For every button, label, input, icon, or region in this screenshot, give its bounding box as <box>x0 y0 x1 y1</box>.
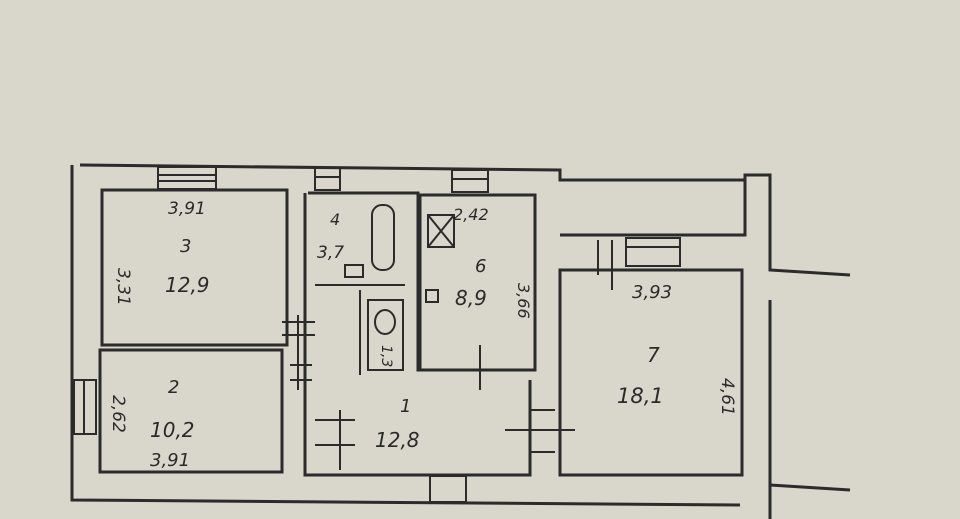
room-6-number: 6 <box>475 256 486 277</box>
room-2-dim-side: 2,62 <box>108 395 128 433</box>
room-2-number: 2 <box>168 377 179 398</box>
room-2-area: 10,2 <box>150 418 195 442</box>
room-6-dim-top: 2,42 <box>453 205 489 224</box>
room-2-dim-bottom: 3,91 <box>150 450 190 471</box>
windows <box>73 166 681 503</box>
room-7-area: 18,1 <box>617 384 664 408</box>
room-3-number: 3 <box>180 236 191 257</box>
room-3-dim-side: 3,31 <box>113 268 133 306</box>
room-3-dim-top: 3,91 <box>168 199 206 219</box>
room-1-area: 12,8 <box>375 428 420 452</box>
room-6-area: 8,9 <box>455 286 487 310</box>
room-3-area: 12,9 <box>165 273 210 297</box>
fixtures <box>282 204 613 470</box>
room-labels: 3,91 3,31 3 12,9 2 10,2 3,91 2,62 4 3,7 … <box>108 199 737 471</box>
room-1-number: 1 <box>400 396 411 417</box>
room-6-dim-side: 3,66 <box>514 283 533 319</box>
room-5-area: 1,3 <box>378 345 394 367</box>
walls <box>70 163 851 519</box>
room-4-number: 4 <box>330 210 340 229</box>
room-4-area: 3,7 <box>317 243 344 263</box>
room-7-dim-top: 3,93 <box>632 282 672 303</box>
room-7-dim-side: 4,61 <box>717 378 737 416</box>
room-7-number: 7 <box>647 343 660 367</box>
